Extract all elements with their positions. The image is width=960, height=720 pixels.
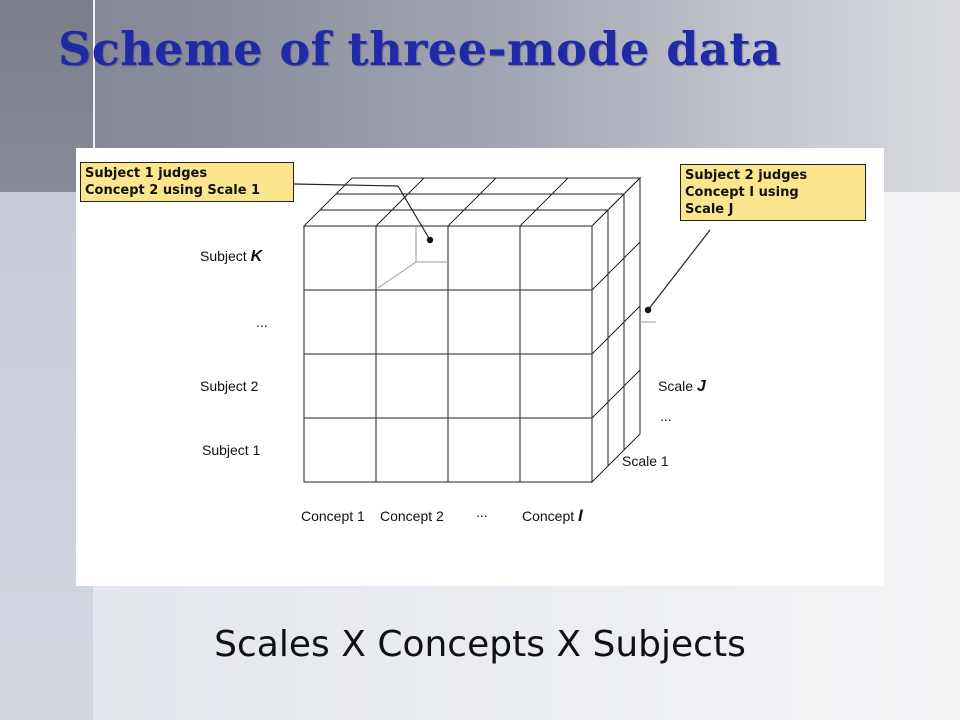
label-scale-j-letter: J (696, 378, 706, 395)
label-scale-j: Scale J (658, 378, 706, 396)
right-leader-line (647, 229, 711, 311)
right-row-line (591, 241, 641, 291)
top-col-line (519, 177, 569, 227)
callout-left-line: Subject 1 judges (85, 166, 208, 181)
top-col-line (447, 177, 497, 227)
callout-right-line: Concept I using (685, 185, 799, 200)
right-row-line (591, 369, 641, 419)
label-concept-ellipsis: ... (476, 504, 488, 520)
top-col-line (375, 177, 425, 227)
slide-caption: Scales X Concepts X Subjects (214, 624, 746, 665)
label-subject-k-text: Subject (200, 248, 247, 264)
right-pointer-dot (644, 306, 652, 314)
label-concept-1: Concept 1 (301, 508, 365, 524)
slide-title: Scheme of three-mode data (58, 22, 782, 76)
left-leader-line (293, 183, 399, 187)
callout-right-line: Scale J (685, 202, 734, 217)
label-subject-1: Subject 1 (202, 442, 261, 458)
label-concept-i-text: Concept (522, 508, 575, 524)
label-concept-2: Concept 2 (380, 508, 444, 524)
label-subject-k: Subject K (200, 248, 262, 266)
callout-right-line: Subject 2 judges (685, 168, 808, 183)
label-concept-i-letter: I (578, 506, 583, 525)
label-subject-ellipsis: ... (256, 314, 268, 330)
cube-drawing (293, 176, 711, 484)
highlighted-cell-left (377, 226, 448, 289)
callout-left: Subject 1 judges Concept 2 using Scale 1 (80, 162, 294, 202)
label-scale-1: Scale 1 (622, 453, 669, 469)
divider-line (93, 0, 95, 148)
left-pointer-dot (426, 236, 434, 244)
right-row-line (591, 305, 641, 355)
label-scale-ellipsis: ... (660, 408, 672, 424)
label-concept-i: Concept I (522, 506, 583, 526)
label-subject-2: Subject 2 (200, 378, 259, 394)
left-leader-line (397, 185, 431, 241)
callout-left-line: Concept 2 using Scale 1 (85, 183, 261, 198)
label-scale-j-text: Scale (658, 378, 694, 394)
callout-right: Subject 2 judges Concept I using Scale J (680, 164, 866, 221)
three-mode-diagram: Subject 1 judges Concept 2 using Scale 1… (76, 148, 884, 586)
label-subject-k-letter: K (250, 248, 263, 265)
